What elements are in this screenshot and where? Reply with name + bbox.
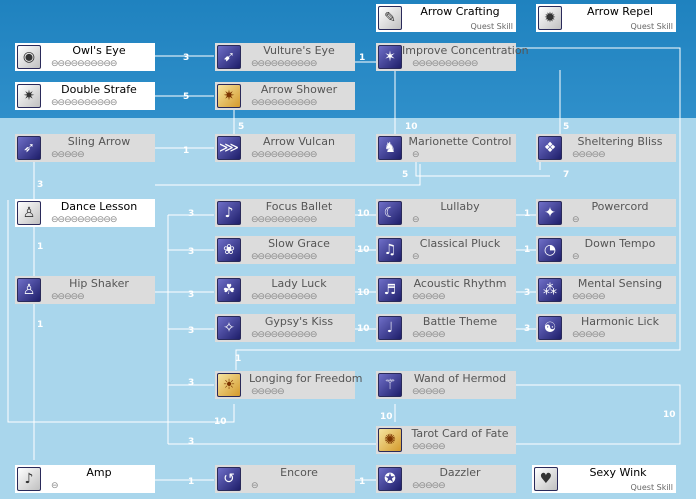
skill-sexy-wink[interactable]: ♥ Sexy Wink Quest Skill xyxy=(532,465,676,493)
skill-tarot-card-of-fate[interactable]: ✺ Tarot Card of Fate ⊖⊖⊖⊖⊖ xyxy=(376,426,516,454)
acoustic-rhythm-icon: ♬ xyxy=(378,278,402,302)
arrow-crafting-icon: ✎ xyxy=(378,6,402,30)
improve-concentration-icon: ✶ xyxy=(378,45,402,69)
focus-ballet-icon: ♪ xyxy=(217,201,241,225)
req-label: 1 xyxy=(188,477,195,487)
req-label: 10 xyxy=(357,245,370,255)
skill-mental-sensing[interactable]: ⁂ Mental Sensing ⊖⊖⊖⊖⊖ xyxy=(536,276,676,304)
marionette-control-icon: ♞ xyxy=(378,136,402,160)
tarot-card-icon: ✺ xyxy=(378,428,402,452)
longing-for-freedom-icon: ☀ xyxy=(217,373,241,397)
req-label: 3 xyxy=(188,290,195,300)
skill-marionette-control[interactable]: ♞ Marionette Control ⊖ xyxy=(376,134,516,162)
req-label: 1 xyxy=(524,209,531,219)
skill-lullaby[interactable]: ☾ Lullaby ⊖ xyxy=(376,199,516,227)
encore-icon: ↺ xyxy=(217,467,241,491)
vulture-eye-icon: ➹ xyxy=(217,45,241,69)
harmonic-lick-icon: ☯ xyxy=(538,316,562,340)
req-label: 3 xyxy=(183,53,190,63)
req-label: 10 xyxy=(663,410,676,420)
skill-acoustic-rhythm[interactable]: ♬ Acoustic Rhythm ⊖⊖⊖⊖⊖ xyxy=(376,276,516,304)
skill-owls-eye[interactable]: ◉ Owl's Eye ⊖⊖⊖⊖⊖⊖⊖⊖⊖⊖ xyxy=(15,43,155,71)
skill-longing-for-freedom[interactable]: ☀ Longing for Freedom ⊖⊖⊖⊖⊖ xyxy=(215,371,363,399)
skill-amp[interactable]: ♪ Amp ⊖ xyxy=(15,465,155,493)
req-label: 3 xyxy=(37,180,44,190)
arrow-shower-icon: ✷ xyxy=(217,84,241,108)
skill-dazzler[interactable]: ✪ Dazzler ⊖⊖⊖⊖⊖ xyxy=(376,465,516,493)
dazzler-icon: ✪ xyxy=(378,467,402,491)
skill-vultures-eye[interactable]: ➹ Vulture's Eye ⊖⊖⊖⊖⊖⊖⊖⊖⊖⊖ xyxy=(215,43,355,71)
req-label: 10 xyxy=(214,417,227,427)
powercord-icon: ✦ xyxy=(538,201,562,225)
slow-grace-icon: ❀ xyxy=(217,238,241,262)
req-label: 10 xyxy=(357,324,370,334)
req-label: 3 xyxy=(524,324,531,334)
skill-down-tempo[interactable]: ◔ Down Tempo ⊖ xyxy=(536,236,676,264)
wand-of-hermod-icon: ⚚ xyxy=(378,373,402,397)
skill-improve-concentration[interactable]: ✶ Improve Concentration ⊖⊖⊖⊖⊖⊖⊖⊖⊖⊖ xyxy=(376,43,529,71)
skill-sheltering-bliss[interactable]: ❖ Sheltering Bliss ⊖⊖⊖⊖⊖ xyxy=(536,134,676,162)
req-label: 5 xyxy=(402,170,409,180)
req-label: 3 xyxy=(188,326,195,336)
skill-wand-of-hermod[interactable]: ⚚ Wand of Hermod ⊖⊖⊖⊖⊖ xyxy=(376,371,516,399)
skill-hip-shaker[interactable]: ♙ Hip Shaker ⊖⊖⊖⊖⊖ xyxy=(15,276,155,304)
skill-arrow-repel[interactable]: ✹ Arrow Repel Quest Skill xyxy=(536,4,676,32)
skill-focus-ballet[interactable]: ♪ Focus Ballet ⊖⊖⊖⊖⊖⊖⊖⊖⊖⊖ xyxy=(215,199,355,227)
arrow-vulcan-icon: ⋙ xyxy=(217,136,241,160)
req-label: 10 xyxy=(405,122,418,132)
skill-slow-grace[interactable]: ❀ Slow Grace ⊖⊖⊖⊖⊖⊖⊖⊖⊖⊖ xyxy=(215,236,355,264)
skill-gypsys-kiss[interactable]: ✧ Gypsy's Kiss ⊖⊖⊖⊖⊖⊖⊖⊖⊖⊖ xyxy=(215,314,355,342)
req-label: 5 xyxy=(563,122,570,132)
req-label: 10 xyxy=(380,412,393,422)
hip-shaker-icon: ♙ xyxy=(17,278,41,302)
req-label: 10 xyxy=(357,288,370,298)
req-label: 5 xyxy=(238,122,245,132)
req-label: 1 xyxy=(359,477,366,487)
skill-arrow-crafting[interactable]: ✎ Arrow Crafting Quest Skill xyxy=(376,4,516,32)
sheltering-bliss-icon: ❖ xyxy=(538,136,562,160)
req-label: 3 xyxy=(188,437,195,447)
req-label: 1 xyxy=(524,245,531,255)
skill-sling-arrow[interactable]: ➶ Sling Arrow ⊖⊖⊖⊖⊖ xyxy=(15,134,155,162)
lullaby-icon: ☾ xyxy=(378,201,402,225)
battle-theme-icon: ♩ xyxy=(378,316,402,340)
dance-lesson-icon: ♙ xyxy=(17,201,41,225)
req-label: 7 xyxy=(563,170,570,180)
req-label: 1 xyxy=(37,242,44,252)
down-tempo-icon: ◔ xyxy=(538,238,562,262)
skill-lady-luck[interactable]: ☘ Lady Luck ⊖⊖⊖⊖⊖⊖⊖⊖⊖⊖ xyxy=(215,276,355,304)
skill-arrow-vulcan[interactable]: ⋙ Arrow Vulcan ⊖⊖⊖⊖⊖⊖⊖⊖⊖⊖ xyxy=(215,134,355,162)
mental-sensing-icon: ⁂ xyxy=(538,278,562,302)
skill-arrow-shower[interactable]: ✷ Arrow Shower ⊖⊖⊖⊖⊖⊖⊖⊖⊖⊖ xyxy=(215,82,355,110)
req-label: 1 xyxy=(37,320,44,330)
arrow-repel-icon: ✹ xyxy=(538,6,562,30)
gypsys-kiss-icon: ✧ xyxy=(217,316,241,340)
owl-eye-icon: ◉ xyxy=(17,45,41,69)
skill-classical-pluck[interactable]: ♫ Classical Pluck ⊖ xyxy=(376,236,516,264)
double-strafe-icon: ✷ xyxy=(17,84,41,108)
req-label: 3 xyxy=(188,209,195,219)
req-label: 1 xyxy=(235,354,242,364)
skill-double-strafe[interactable]: ✷ Double Strafe ⊖⊖⊖⊖⊖⊖⊖⊖⊖⊖ xyxy=(15,82,155,110)
sexy-wink-icon: ♥ xyxy=(534,467,558,491)
req-label: 3 xyxy=(524,288,531,298)
req-label: 5 xyxy=(183,92,190,102)
req-label: 10 xyxy=(357,209,370,219)
amp-icon: ♪ xyxy=(17,467,41,491)
skill-dance-lesson[interactable]: ♙ Dance Lesson ⊖⊖⊖⊖⊖⊖⊖⊖⊖⊖ xyxy=(15,199,155,227)
req-label: 3 xyxy=(188,247,195,257)
classical-pluck-icon: ♫ xyxy=(378,238,402,262)
lady-luck-icon: ☘ xyxy=(217,278,241,302)
skill-powercord[interactable]: ✦ Powercord ⊖ xyxy=(536,199,676,227)
skill-encore[interactable]: ↺ Encore ⊖ xyxy=(215,465,355,493)
req-label: 1 xyxy=(183,146,190,156)
skill-battle-theme[interactable]: ♩ Battle Theme ⊖⊖⊖⊖⊖ xyxy=(376,314,516,342)
req-label: 3 xyxy=(188,378,195,388)
skill-harmonic-lick[interactable]: ☯ Harmonic Lick ⊖⊖⊖⊖⊖ xyxy=(536,314,676,342)
req-label: 1 xyxy=(359,53,366,63)
sling-arrow-icon: ➶ xyxy=(17,136,41,160)
